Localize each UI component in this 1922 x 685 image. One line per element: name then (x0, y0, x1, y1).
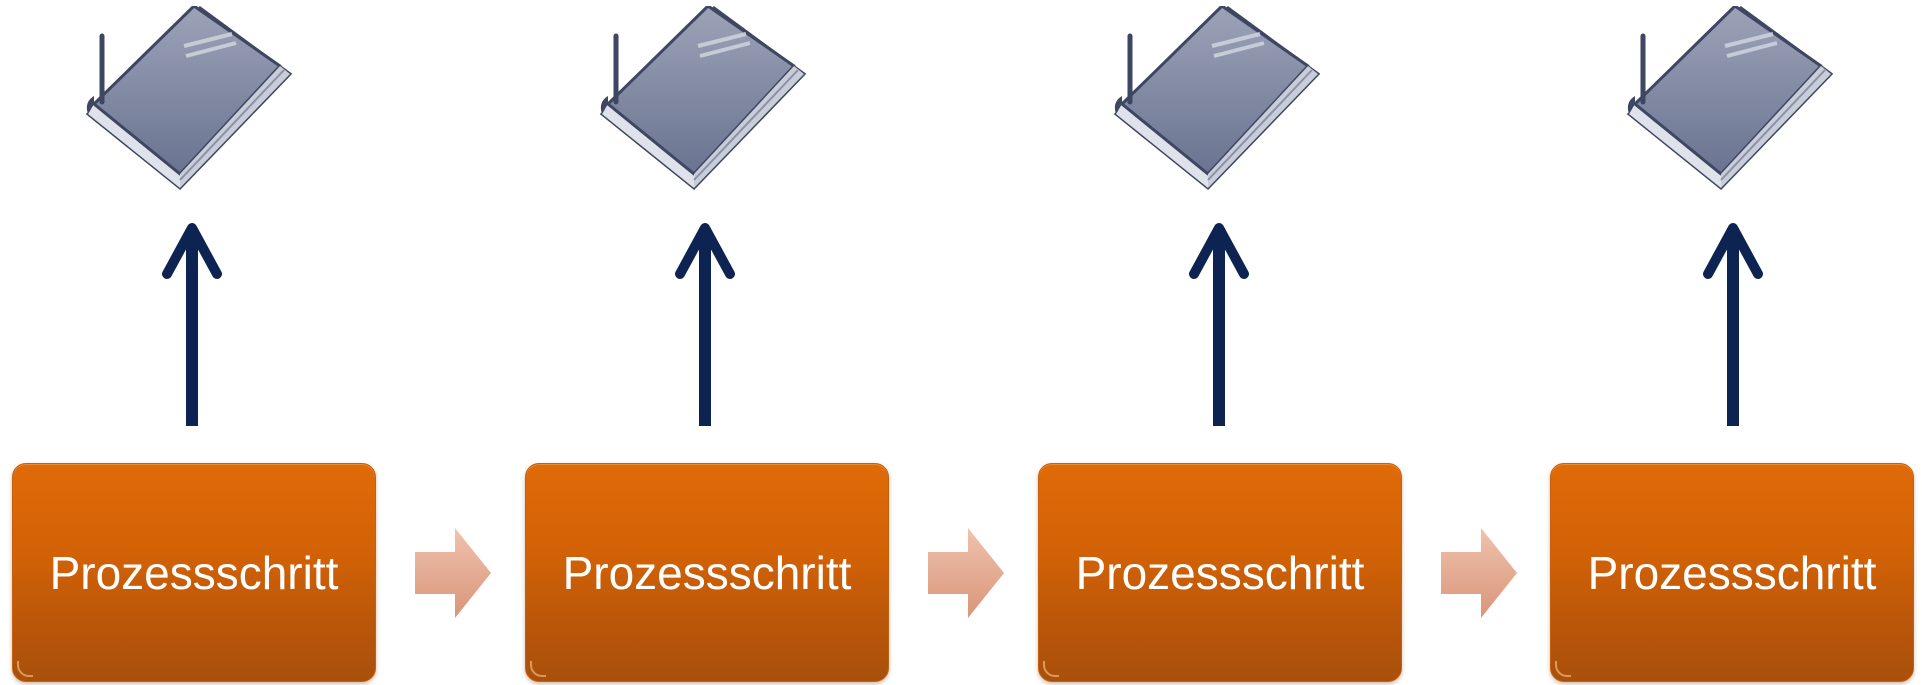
process-step-label: Prozessschritt (1075, 546, 1365, 599)
process-step-2: Prozessschritt (525, 463, 889, 682)
arrow-right-icon (926, 526, 1006, 620)
arrow-right-icon (1439, 526, 1519, 620)
book-icon (1621, 6, 1845, 196)
process-step-label: Prozessschritt (1587, 546, 1877, 599)
process-step-4: Prozessschritt (1550, 463, 1914, 682)
process-step-1: Prozessschritt (12, 463, 376, 682)
book-icon (594, 6, 818, 196)
arrow-up-icon (675, 222, 735, 428)
arrow-up-icon (1189, 222, 1249, 428)
process-step-label: Prozessschritt (562, 546, 852, 599)
book-icon (1108, 6, 1332, 196)
arrow-up-icon (1703, 222, 1763, 428)
book-icon (80, 6, 304, 196)
process-step-3: Prozessschritt (1038, 463, 1402, 682)
arrow-up-icon (162, 222, 222, 428)
process-step-label: Prozessschritt (49, 546, 339, 599)
arrow-right-icon (413, 526, 493, 620)
